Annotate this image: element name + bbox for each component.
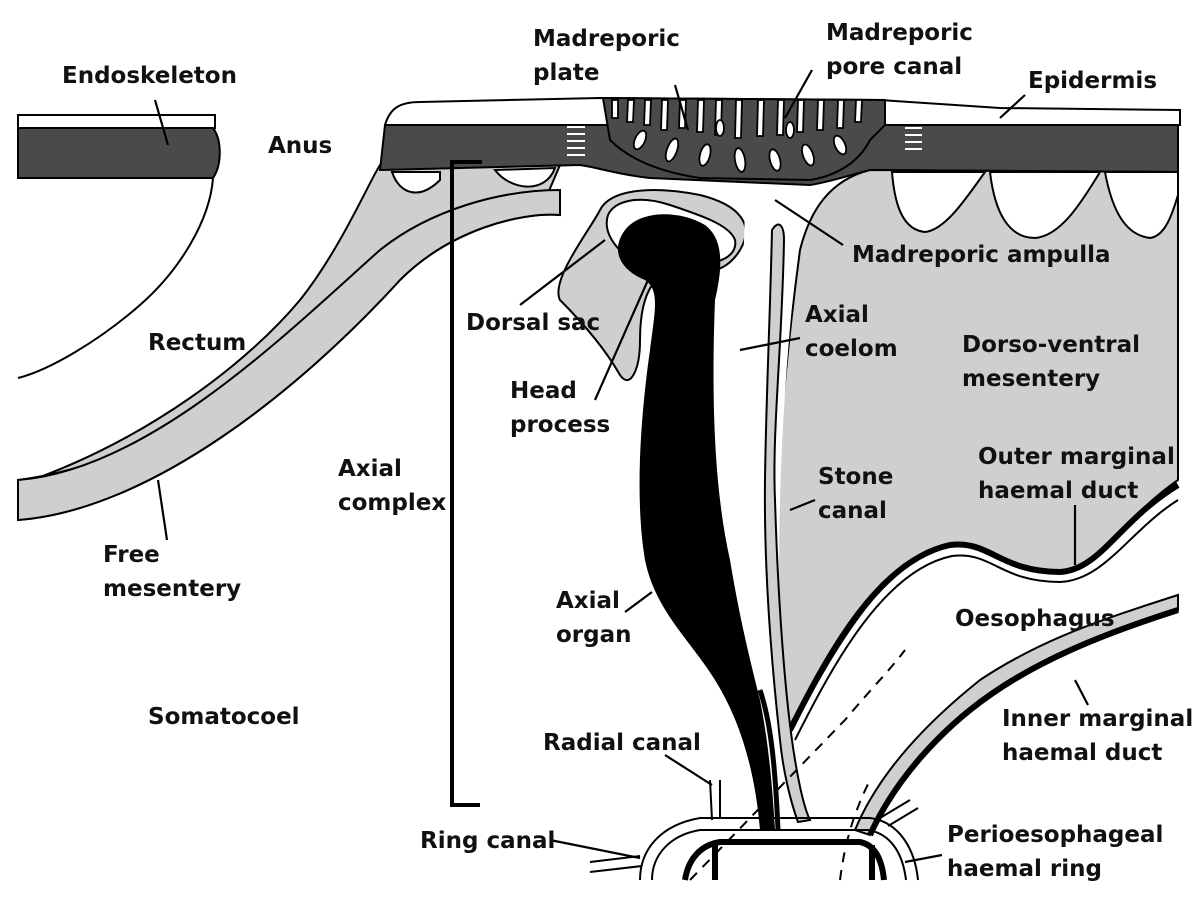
label-madreporic-ampulla: Madreporic ampulla	[852, 242, 1111, 268]
axial-complex-bracket	[450, 160, 482, 807]
axial-organ	[617, 214, 775, 830]
ring-canal	[589, 779, 919, 881]
label-axial-complex-2: complex	[338, 490, 446, 516]
label-endoskeleton: Endoskeleton	[62, 63, 237, 89]
madreporic-plate	[601, 96, 886, 182]
label-madreporic-plate-2: plate	[533, 60, 599, 86]
label-free-mesentery-2: mesentery	[103, 576, 241, 602]
label-rectum: Rectum	[148, 330, 246, 356]
label-inner-marginal-2: haemal duct	[1002, 740, 1162, 766]
label-head-process-1: Head	[510, 378, 577, 404]
label-free-mesentery-1: Free	[103, 542, 160, 568]
label-madreporic-pore-canal-1: Madreporic	[826, 20, 973, 46]
outer-marginal-haemal-duct	[787, 482, 1180, 732]
label-madreporic-plate-1: Madreporic	[533, 26, 680, 52]
inner-marginal-haemal-duct	[867, 607, 1179, 837]
label-stone-canal-1: Stone	[818, 464, 893, 490]
label-madreporic-pore-canal-2: pore canal	[826, 54, 962, 80]
label-oesophagus: Oesophagus	[955, 606, 1115, 632]
label-anus: Anus	[268, 133, 332, 159]
label-head-process-2: process	[510, 412, 610, 438]
label-axial-organ-1: Axial	[556, 588, 620, 614]
endoskeleton-left	[17, 114, 221, 379]
label-axial-coelom-1: Axial	[805, 302, 869, 328]
label-dorso-ventral-1: Dorso-ventral	[962, 332, 1140, 358]
label-axial-coelom-2: coelom	[805, 336, 898, 362]
label-somatocoel: Somatocoel	[148, 704, 300, 730]
leader-lines	[153, 69, 1089, 864]
label-outer-marginal-2: haemal duct	[978, 478, 1138, 504]
label-axial-organ-2: organ	[556, 622, 632, 648]
rectum-wall	[17, 164, 562, 522]
label-perioesophageal-1: Perioesophageal	[947, 822, 1163, 848]
label-dorso-ventral-2: mesentery	[962, 366, 1100, 392]
label-dorsal-sac: Dorsal sac	[466, 310, 600, 336]
label-perioesophageal-2: haemal ring	[947, 856, 1102, 882]
label-inner-marginal-1: Inner marginal	[1002, 706, 1193, 732]
label-outer-marginal-1: Outer marginal	[978, 444, 1175, 470]
oesophagus-wall	[853, 593, 1179, 837]
label-epidermis: Epidermis	[1028, 68, 1157, 94]
label-ring-canal: Ring canal	[420, 828, 555, 854]
label-axial-complex-1: Axial	[338, 456, 402, 482]
label-stone-canal-2: canal	[818, 498, 887, 524]
dashed-guides	[689, 649, 906, 881]
label-radial-canal: Radial canal	[543, 730, 701, 756]
stone-canal	[763, 223, 812, 824]
labels: Endoskeleton Anus Madreporic plate Madre…	[62, 20, 1193, 882]
